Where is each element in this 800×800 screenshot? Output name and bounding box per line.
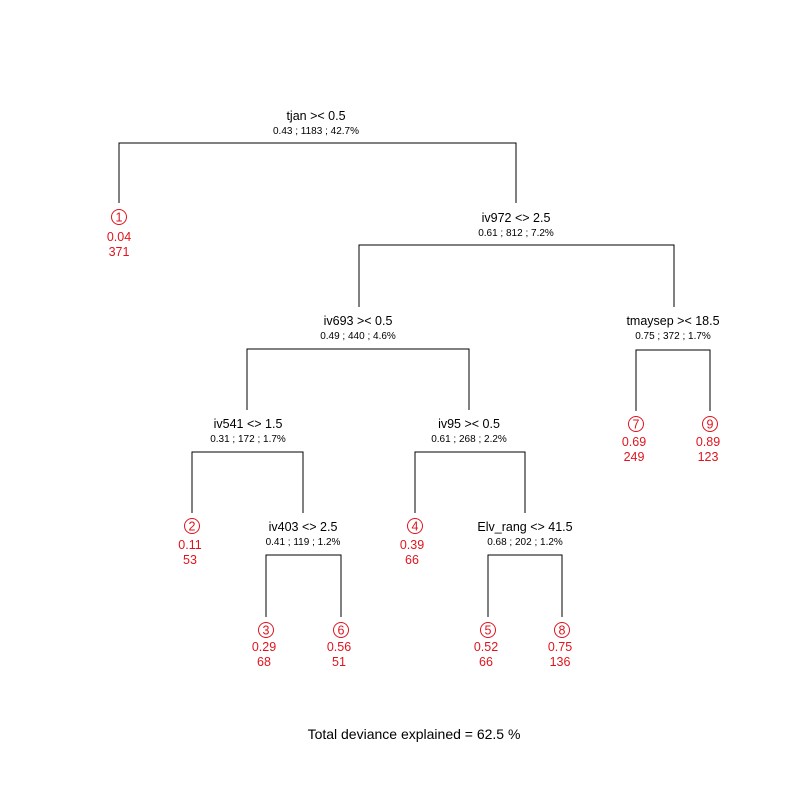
leaf-count: 371 — [109, 245, 130, 259]
leaf-count: 51 — [332, 655, 346, 669]
tree-edges — [118, 142, 711, 617]
split-label: tjan >< 0.5 — [286, 109, 345, 123]
leaf-id: 4 — [412, 520, 419, 534]
split-label: iv972 <> 2.5 — [482, 211, 551, 225]
leaf-marker — [554, 622, 570, 638]
split-node-iv972: iv972 <> 2.5 0.61 ; 812 ; 7.2% — [478, 211, 554, 239]
edge-tjan — [118, 142, 517, 203]
leaf-node-9: 9 0.89 123 — [696, 416, 720, 464]
split-stats: 0.31 ; 172 ; 1.7% — [210, 434, 286, 445]
edge-iv95 — [414, 451, 526, 513]
leaf-marker — [407, 518, 423, 534]
split-stats: 0.61 ; 268 ; 2.2% — [431, 434, 507, 445]
leaf-marker — [184, 518, 200, 534]
leaf-value: 0.39 — [400, 538, 424, 552]
leaf-count: 53 — [183, 553, 197, 567]
leaf-id: 3 — [263, 624, 270, 638]
split-label: iv95 >< 0.5 — [438, 417, 500, 431]
leaf-marker — [111, 209, 127, 225]
leaf-id: 1 — [116, 211, 123, 225]
leaf-value: 0.56 — [327, 640, 351, 654]
leaf-marker — [628, 416, 644, 432]
leaf-marker — [702, 416, 718, 432]
edge-iv403 — [265, 554, 342, 617]
split-stats: 0.61 ; 812 ; 7.2% — [478, 228, 554, 239]
edge-iv972 — [358, 244, 675, 307]
leaf-value: 0.89 — [696, 435, 720, 449]
leaf-marker — [333, 622, 349, 638]
edge-iv693 — [246, 348, 470, 410]
leaf-value: 0.04 — [107, 230, 131, 244]
leaf-id: 9 — [707, 418, 714, 432]
leaf-value: 0.29 — [252, 640, 276, 654]
split-label: iv541 <> 1.5 — [214, 417, 283, 431]
split-node-tjan: tjan >< 0.5 0.43 ; 1183 ; 42.7% — [273, 109, 359, 137]
leaf-id: 5 — [485, 624, 492, 638]
split-stats: 0.41 ; 119 ; 1.2% — [266, 537, 341, 548]
leaf-id: 6 — [338, 624, 345, 638]
split-node-iv693: iv693 >< 0.5 0.49 ; 440 ; 4.6% — [320, 314, 396, 342]
leaf-node-3: 3 0.29 68 — [252, 622, 276, 669]
split-stats: 0.68 ; 202 ; 1.2% — [487, 537, 563, 548]
edge-elv-rang — [487, 554, 563, 617]
split-label: iv693 >< 0.5 — [324, 314, 393, 328]
leaf-node-4: 4 0.39 66 — [400, 518, 424, 567]
leaf-id: 2 — [189, 520, 196, 534]
leaf-count: 123 — [698, 450, 719, 464]
leaf-count: 66 — [479, 655, 493, 669]
leaf-count: 249 — [624, 450, 645, 464]
split-node-elv-rang: Elv_rang <> 41.5 0.68 ; 202 ; 1.2% — [477, 520, 572, 548]
split-stats: 0.49 ; 440 ; 4.6% — [320, 331, 396, 342]
leaf-id: 7 — [633, 418, 640, 432]
leaf-node-2: 2 0.11 53 — [178, 518, 202, 567]
split-node-iv541: iv541 <> 1.5 0.31 ; 172 ; 1.7% — [210, 417, 286, 445]
edge-iv541 — [191, 451, 304, 513]
split-stats: 0.43 ; 1183 ; 42.7% — [273, 126, 359, 137]
split-stats: 0.75 ; 372 ; 1.7% — [635, 331, 711, 342]
split-label: iv403 <> 2.5 — [269, 520, 338, 534]
leaf-node-8: 8 0.75 136 — [548, 622, 572, 669]
leaf-node-5: 5 0.52 66 — [474, 622, 498, 669]
split-node-iv95: iv95 >< 0.5 0.61 ; 268 ; 2.2% — [431, 417, 507, 445]
leaf-count: 136 — [550, 655, 571, 669]
leaf-count: 68 — [257, 655, 271, 669]
total-deviance-caption: Total deviance explained = 62.5 % — [308, 726, 521, 742]
edge-tmaysep — [635, 349, 711, 411]
leaf-marker — [258, 622, 274, 638]
split-node-iv403: iv403 <> 2.5 0.41 ; 119 ; 1.2% — [266, 520, 341, 548]
leaf-value: 0.52 — [474, 640, 498, 654]
split-node-tmaysep: tmaysep >< 18.5 0.75 ; 372 ; 1.7% — [626, 314, 719, 342]
leaf-node-6: 6 0.56 51 — [327, 622, 351, 669]
leaf-node-1: 1 0.04 371 — [107, 209, 131, 259]
leaf-marker — [480, 622, 496, 638]
leaf-value: 0.69 — [622, 435, 646, 449]
split-label: tmaysep >< 18.5 — [626, 314, 719, 328]
leaf-id: 8 — [559, 624, 566, 638]
leaf-count: 66 — [405, 553, 419, 567]
leaf-value: 0.75 — [548, 640, 572, 654]
leaf-node-7: 7 0.69 249 — [622, 416, 646, 464]
split-label: Elv_rang <> 41.5 — [477, 520, 572, 534]
leaf-value: 0.11 — [178, 538, 201, 552]
